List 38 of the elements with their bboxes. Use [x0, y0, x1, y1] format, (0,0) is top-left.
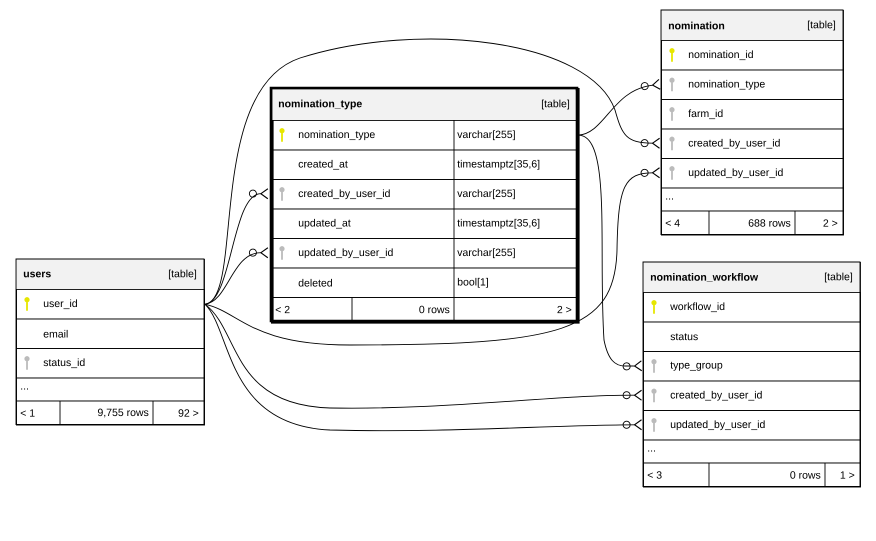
node-label: updated_by_user_id	[298, 248, 393, 258]
table-row: < 1 9,755 rows 92 >	[16, 400, 205, 426]
relationship-line	[204, 167, 660, 346]
table-row: created_by_user_id varchar[255]	[271, 178, 578, 210]
table-row: ...	[661, 188, 844, 212]
table-row: nomination_type varchar[255]	[271, 120, 578, 150]
node-label: nomination_type	[298, 130, 375, 140]
relationship-line	[577, 134, 642, 372]
table-row: user_id	[16, 289, 205, 320]
node-label: created_by_user_id	[298, 189, 390, 200]
table-row: ...	[643, 440, 861, 464]
relationship-line	[204, 38, 660, 305]
table-row: updated_by_user_id varchar[255]	[271, 238, 578, 268]
table-row: farm_id	[661, 99, 844, 130]
relationship-line	[577, 78, 660, 136]
table-row: type_group	[643, 351, 861, 382]
table-row: deleted bool[1]	[271, 267, 578, 298]
table-row: < 4 688 rows 2 >	[661, 210, 844, 236]
node-label: varchar[255]	[457, 189, 515, 200]
table-row: < 2 0 rows 2 >	[271, 296, 578, 322]
relationship-line	[204, 304, 642, 409]
table-row: updated_at timestamptz[35,6]	[271, 208, 578, 239]
table-row: nomination_type	[661, 70, 844, 100]
table-row: email	[16, 318, 205, 349]
table-row: created_at timestamptz[35,6]	[271, 149, 578, 180]
table-row: updated_by_user_id	[661, 158, 844, 188]
table-row: updated_by_user_id	[643, 410, 861, 440]
table-row: status	[643, 322, 861, 352]
table-row: created_by_user_id	[643, 380, 861, 411]
table-row: created_by_user_id	[661, 128, 844, 159]
table-row: nomination_id	[661, 40, 844, 70]
table-row: ...	[16, 378, 205, 402]
table-row: status_id	[16, 348, 205, 378]
node-label: varchar[255]	[457, 130, 515, 140]
table-row: workflow_id	[643, 292, 861, 322]
node-label: varchar[255]	[457, 248, 515, 258]
table-row: < 3 0 rows 1 >	[643, 462, 861, 488]
relationship-line	[204, 304, 642, 432]
